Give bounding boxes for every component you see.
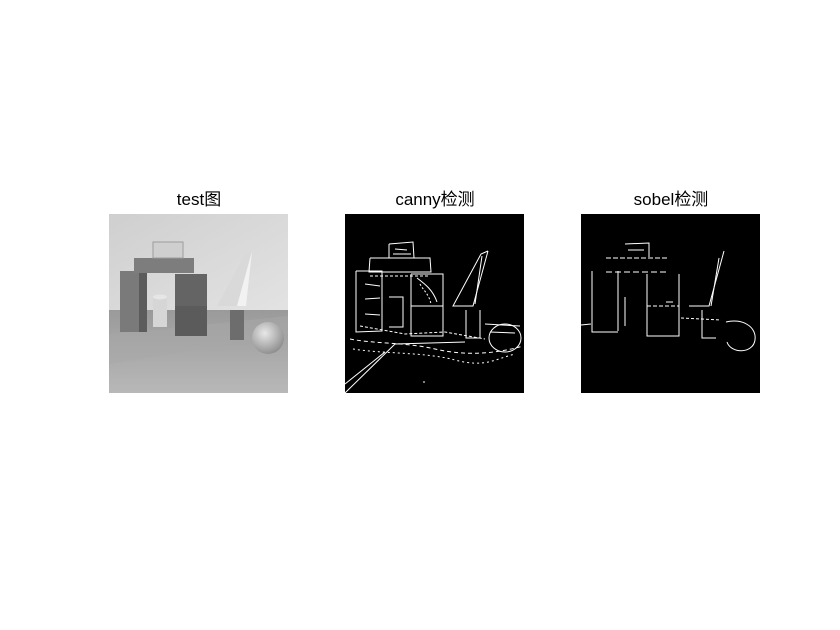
panel-title-canny: canny检测 (395, 190, 475, 209)
sobel-image-svg (581, 214, 760, 393)
top-beam (134, 258, 194, 273)
right-cube-upper (175, 274, 207, 306)
small-cylinder-top (153, 294, 167, 300)
sobel-edges (581, 242, 756, 352)
prism-side (237, 251, 252, 306)
prism (217, 251, 252, 306)
canny-edges (345, 241, 524, 393)
right-cube-lower (175, 306, 207, 336)
small-cylinder (153, 297, 167, 327)
top-block (152, 241, 184, 259)
sobel-image (581, 214, 760, 393)
test-image (109, 214, 288, 393)
prism-base (230, 310, 244, 340)
canny-image-svg (345, 214, 524, 393)
panel-title-test: test图 (176, 190, 222, 209)
test-image-svg (109, 214, 288, 393)
left-pillar-side (139, 271, 147, 332)
panel-title-sobel: sobel检测 (633, 190, 709, 209)
ball (252, 322, 284, 354)
canny-image (345, 214, 524, 393)
sobel-background (581, 214, 760, 393)
